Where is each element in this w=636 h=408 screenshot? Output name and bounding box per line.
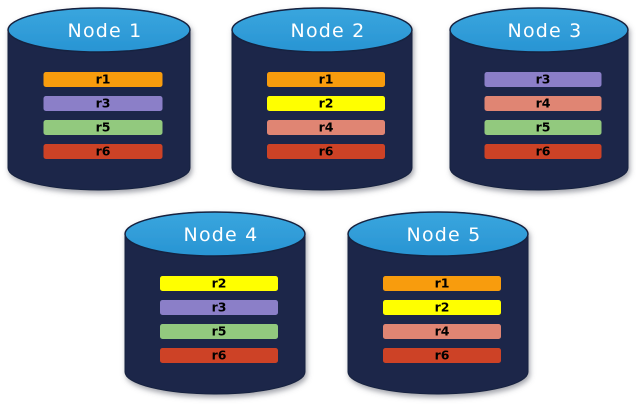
node-cylinder[interactable]: Node 5 r1 r2 r4 r6 bbox=[347, 211, 529, 395]
replica-label: r2 bbox=[435, 300, 450, 315]
replica-bar[interactable] bbox=[267, 120, 385, 135]
replica-bar[interactable] bbox=[43, 96, 163, 111]
node-title: Node 4 bbox=[184, 224, 259, 246]
replica-bar[interactable] bbox=[160, 324, 278, 339]
replica-bar[interactable] bbox=[484, 72, 602, 87]
node-top-disc bbox=[231, 7, 413, 53]
node-cylinder[interactable]: Node 3 r3 r4 r5 r6 bbox=[449, 7, 629, 191]
replica-bar[interactable] bbox=[267, 72, 385, 87]
node-cylinder[interactable]: Node 4 r2 r3 r5 r6 bbox=[124, 211, 306, 395]
replica-label: r4 bbox=[536, 96, 551, 111]
replica-bar[interactable] bbox=[267, 96, 385, 111]
replica-bar[interactable] bbox=[383, 300, 501, 315]
replica-bar[interactable] bbox=[484, 120, 602, 135]
node-cylinder[interactable]: Node 1 r1 r3 r5 r6 bbox=[7, 7, 191, 191]
replica-label: r6 bbox=[319, 144, 334, 159]
replica-label: r3 bbox=[536, 72, 551, 87]
replica-bar[interactable] bbox=[383, 276, 501, 291]
replica-bar[interactable] bbox=[160, 348, 278, 363]
replica-label: r6 bbox=[212, 348, 227, 363]
node-title: Node 1 bbox=[68, 20, 143, 42]
replica-label: r5 bbox=[212, 324, 227, 339]
node-top-disc bbox=[7, 7, 191, 53]
replica-label: r6 bbox=[435, 348, 450, 363]
replica-label: r2 bbox=[212, 276, 227, 291]
replica-bar[interactable] bbox=[383, 324, 501, 339]
replica-label: r4 bbox=[435, 324, 450, 339]
node-title: Node 2 bbox=[291, 20, 366, 42]
node-title: Node 5 bbox=[407, 224, 482, 246]
replica-label: r6 bbox=[536, 144, 551, 159]
replica-bar[interactable] bbox=[43, 120, 163, 135]
replica-label: r3 bbox=[96, 96, 111, 111]
replica-bar[interactable] bbox=[43, 72, 163, 87]
replica-label: r5 bbox=[536, 120, 551, 135]
node-top-disc bbox=[449, 7, 629, 53]
replica-bar[interactable] bbox=[160, 300, 278, 315]
replica-bar[interactable] bbox=[484, 96, 602, 111]
replica-label: r1 bbox=[96, 72, 111, 87]
replica-bar[interactable] bbox=[160, 276, 278, 291]
node-cylinder[interactable]: Node 2 r1 r2 r4 r6 bbox=[231, 7, 413, 191]
replica-label: r2 bbox=[319, 96, 334, 111]
replica-bar[interactable] bbox=[484, 144, 602, 159]
replica-bar[interactable] bbox=[267, 144, 385, 159]
replica-label: r1 bbox=[319, 72, 334, 87]
replica-label: r3 bbox=[212, 300, 227, 315]
replica-label: r6 bbox=[96, 144, 111, 159]
replica-label: r4 bbox=[319, 120, 334, 135]
node-title: Node 3 bbox=[508, 20, 583, 42]
node-top-disc bbox=[347, 211, 529, 257]
node-top-disc bbox=[124, 211, 306, 257]
replica-bar[interactable] bbox=[383, 348, 501, 363]
replica-bar[interactable] bbox=[43, 144, 163, 159]
replica-label: r5 bbox=[96, 120, 111, 135]
replica-label: r1 bbox=[435, 276, 450, 291]
